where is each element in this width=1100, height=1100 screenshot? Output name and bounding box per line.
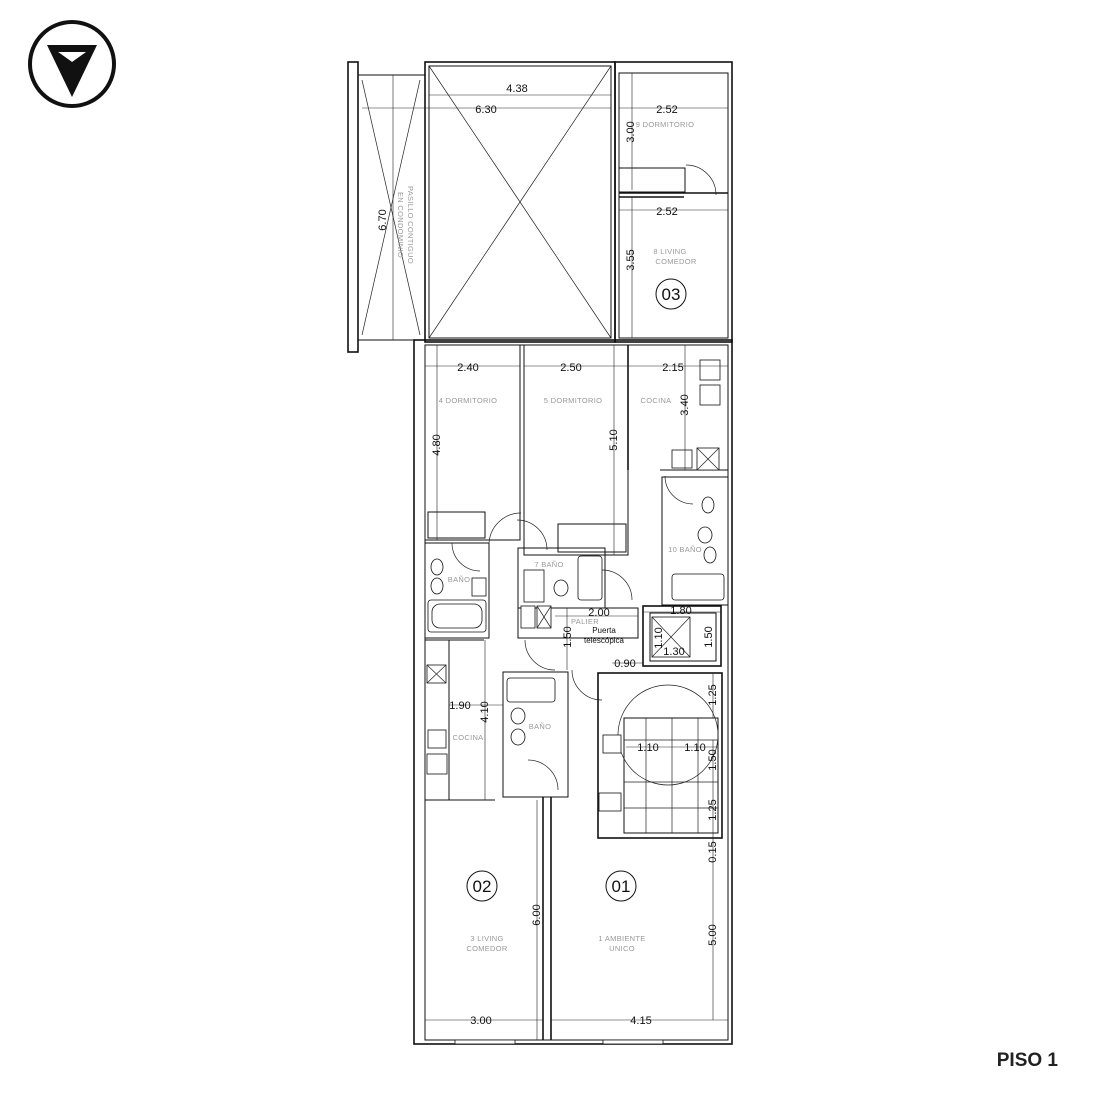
north-arrow-icon — [28, 20, 116, 108]
fixtures — [426, 359, 725, 812]
room-label: COMEDOR — [655, 257, 697, 266]
unit-marker-02: 02 — [466, 870, 498, 902]
stairs — [617, 684, 719, 833]
unit-markers: 01 02 03 — [466, 278, 687, 902]
unit-number: 01 — [612, 877, 631, 896]
dim-label: 1.90 — [449, 700, 470, 712]
room-label: BAÑO — [529, 722, 551, 731]
walls — [347, 61, 733, 1045]
dim-label: 4.15 — [630, 1015, 651, 1027]
room-label: 10 BAÑO — [668, 545, 702, 554]
room-label: 8 LIVING — [653, 247, 686, 256]
dimension-labels: 4.38 6.30 2.52 3.00 2.52 3.55 6.70 2.40 … — [377, 83, 719, 1027]
dim-label: 3.40 — [679, 394, 691, 415]
door-note: telescópica — [584, 636, 625, 645]
unit-marker-01: 01 — [605, 870, 637, 902]
room-label: PASILLO CONTIGUO — [406, 186, 415, 264]
dim-label: 2.00 — [588, 607, 609, 619]
facade-windows — [454, 1039, 664, 1045]
room-labels: 1 AMBIENTE UNICO 3 LIVING COMEDOR 4 DORM… — [396, 120, 702, 953]
room-label: 1 AMBIENTE — [598, 934, 645, 943]
dim-label: 1.50 — [707, 749, 719, 770]
room-label: 4 DORMITORIO — [439, 396, 497, 405]
room-label: UNICO — [609, 944, 635, 953]
dim-label: 1.10 — [637, 742, 658, 754]
dim-label: 2.52 — [656, 206, 677, 218]
dim-label: 1.10 — [653, 627, 665, 648]
floor-label: PISO 1 — [996, 1050, 1058, 1071]
dim-label: 3.55 — [625, 249, 637, 270]
dim-label: 1.25 — [707, 799, 719, 820]
dim-label: 3.00 — [625, 121, 637, 142]
room-label: BAÑO — [448, 575, 470, 584]
dim-label: 4.10 — [479, 701, 491, 722]
dim-label: 0.15 — [707, 841, 719, 862]
unit-marker-03: 03 — [655, 278, 687, 310]
room-label: PALIER — [571, 617, 599, 626]
dim-label: 2.15 — [662, 362, 683, 374]
room-label: 3 LIVING — [470, 934, 503, 943]
dim-label: 0.90 — [614, 658, 635, 670]
dim-label: 1.80 — [670, 605, 691, 617]
dim-label: 1.50 — [562, 626, 574, 647]
dim-label: 4.38 — [506, 83, 527, 95]
dim-label: 3.00 — [470, 1015, 491, 1027]
dim-label: 1.50 — [703, 626, 715, 647]
room-label: COCINA — [453, 733, 484, 742]
room-label: 5 DORMITORIO — [544, 396, 602, 405]
dim-label: 5.00 — [707, 924, 719, 945]
dim-label: 2.52 — [656, 104, 677, 116]
dim-label: 2.40 — [457, 362, 478, 374]
dim-label: 6.00 — [531, 904, 543, 925]
room-label: COCINA — [641, 396, 672, 405]
dim-label: 5.10 — [608, 429, 620, 450]
dim-label: 1.10 — [684, 742, 705, 754]
unit-number: 03 — [662, 285, 681, 304]
dim-label: 4.80 — [431, 434, 443, 455]
room-label: EN CONDOMINIO — [396, 192, 405, 258]
room-label: 7 BAÑO — [534, 560, 563, 569]
dimension-lines — [362, 73, 728, 1040]
dim-label: 6.70 — [377, 209, 389, 230]
dim-label: 6.30 — [475, 104, 496, 116]
dim-label: 2.50 — [560, 362, 581, 374]
room-label: COMEDOR — [466, 944, 508, 953]
dim-label: 1.25 — [707, 684, 719, 705]
room-label: 9 DORMITORIO — [636, 120, 694, 129]
door-note: Puerta — [592, 626, 616, 635]
door-swings — [451, 164, 717, 791]
dim-label: 1.30 — [663, 646, 684, 658]
unit-number: 02 — [473, 877, 492, 896]
void-cross — [361, 65, 612, 339]
